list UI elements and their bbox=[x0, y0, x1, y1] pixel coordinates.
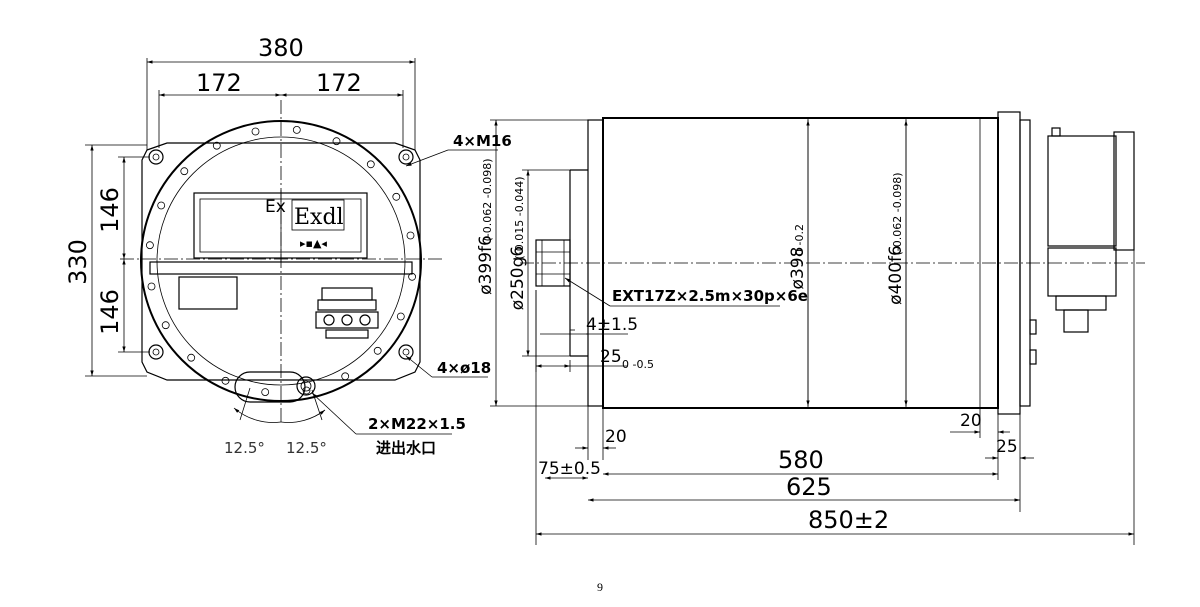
rim-bolt bbox=[373, 346, 382, 355]
rim-bolt bbox=[366, 160, 375, 169]
dia-250-tol: (-0.015 -0.044) bbox=[513, 177, 526, 260]
mounting-flange bbox=[141, 142, 421, 381]
junction-box bbox=[1047, 135, 1117, 247]
water-port-slot bbox=[234, 371, 306, 403]
rim-bolt bbox=[161, 321, 170, 330]
side-dimensions: ø399f6 (-0.062 -0.098) ø250g6 (-0.015 -0… bbox=[476, 119, 1135, 545]
rim-bolt bbox=[145, 241, 154, 250]
dim-4: 4±1.5 bbox=[586, 315, 638, 335]
nameplate bbox=[193, 192, 368, 259]
rim-bolt bbox=[180, 167, 189, 176]
dim-625: 625 bbox=[786, 473, 832, 501]
dia-398: ø398 bbox=[788, 247, 808, 290]
dia-398-tol: 0 -0.2 bbox=[793, 224, 806, 256]
dia-250: ø250g6 bbox=[508, 246, 528, 310]
rim-bolt bbox=[187, 353, 196, 362]
dim-146-bottom: 146 bbox=[96, 289, 124, 335]
rim-bolt bbox=[292, 125, 301, 134]
dim-25-right: 25 bbox=[996, 437, 1018, 457]
dia-400: ø400f6 bbox=[886, 245, 906, 305]
dia-399-tol: (-0.062 -0.098) bbox=[481, 159, 494, 242]
rim-bolt bbox=[251, 127, 260, 136]
dim-330: 330 bbox=[64, 239, 92, 285]
dim-75: 75±0.5 bbox=[538, 459, 601, 479]
dim-25-top: 25 bbox=[600, 347, 622, 367]
rim-bolt bbox=[261, 388, 270, 397]
rim-bolts bbox=[145, 125, 417, 397]
rim-bolt bbox=[406, 231, 415, 240]
ex-mark: Ex bbox=[265, 197, 286, 217]
dim-20-right: 20 bbox=[960, 411, 982, 431]
rim-bolt bbox=[332, 137, 341, 146]
dim-172-left: 172 bbox=[196, 69, 242, 97]
hole-note: 4×ø18 bbox=[437, 359, 491, 377]
cable-gland bbox=[315, 287, 379, 339]
angle-left: 12.5° bbox=[224, 439, 265, 457]
front-dimensions: 380 172 172 330 146 146 4×M16 4×ø18 2×M2… bbox=[64, 34, 512, 457]
water-note: 2×M22×1.5 bbox=[368, 415, 466, 433]
dia-399: ø399f6 bbox=[476, 235, 496, 295]
rim-bolt bbox=[212, 141, 221, 150]
dim-20-left: 20 bbox=[605, 427, 627, 447]
rim-bolt bbox=[302, 386, 311, 395]
water-note-cn: 进出水口 bbox=[376, 439, 436, 457]
dia-400-tol: (-0.062 -0.098) bbox=[891, 173, 904, 256]
exd-label: Exdl bbox=[294, 205, 344, 230]
rim-bolt bbox=[147, 282, 156, 291]
rim-bolt bbox=[392, 192, 401, 201]
rim-bolt bbox=[157, 201, 166, 210]
dim-146-top: 146 bbox=[96, 187, 124, 233]
motor-body-circle bbox=[140, 120, 422, 402]
nameplate-glyphs: ▸▪▲◂ bbox=[300, 237, 327, 250]
dim-580: 580 bbox=[778, 446, 824, 474]
dim-172-right: 172 bbox=[316, 69, 362, 97]
dim-25-tol: 0 -0.5 bbox=[622, 358, 654, 371]
page-number: 9 bbox=[597, 580, 603, 594]
bolt-note: 4×M16 bbox=[453, 132, 512, 150]
dim-380: 380 bbox=[258, 34, 304, 62]
rim-bolt bbox=[221, 376, 230, 385]
front-view: Ex Exdl ▸▪▲◂ bbox=[120, 100, 445, 425]
rim-bolt bbox=[396, 312, 405, 321]
cable-box-left bbox=[178, 276, 238, 310]
rim-bolt bbox=[341, 372, 350, 381]
side-view bbox=[520, 111, 1145, 415]
dim-850: 850±2 bbox=[808, 506, 889, 534]
water-port-hole bbox=[296, 376, 316, 396]
angle-right: 12.5° bbox=[286, 439, 327, 457]
spline-note: EXT17Z×2.5m×30p×6e bbox=[612, 287, 808, 305]
